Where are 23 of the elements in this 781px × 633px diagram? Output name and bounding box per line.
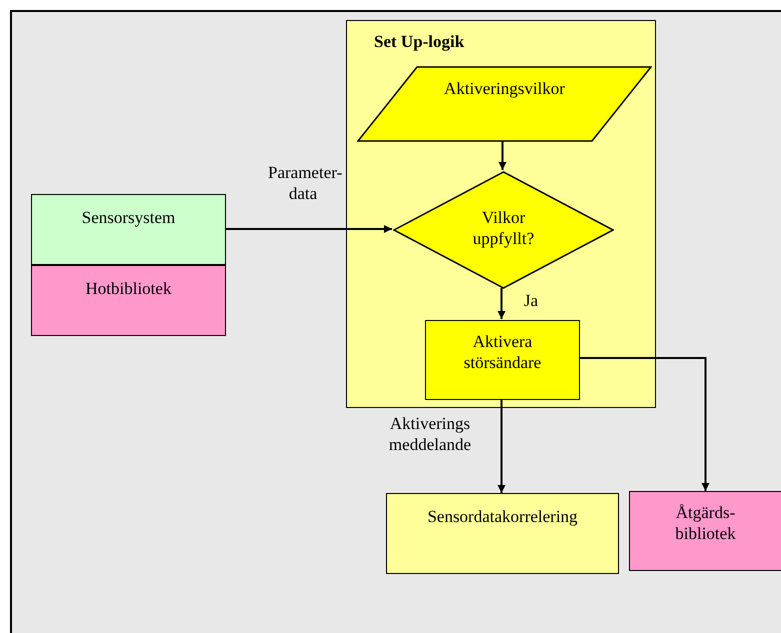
box-label: Hotbibliotek [84,278,172,299]
decision-diamond [393,171,614,289]
process-box [386,493,619,574]
box-label: Sensorsystem [80,207,176,228]
box-label: Aktiveringsvilkor [443,78,566,99]
process-box [31,194,226,265]
box-label: Sensordatakorrelering [426,506,579,527]
box-label: Åtgärds-bibliotek [674,502,737,544]
box-label: Aktivera störsändare [462,331,542,373]
process-box [629,491,781,571]
arrow [226,225,392,233]
arrow [579,357,710,491]
edge-label: Aktiverings meddelande [388,413,472,455]
arrow [498,399,506,493]
arrow [498,288,506,319]
input-parallelogram [357,66,652,142]
panel-title: Set Up-logik [374,31,464,52]
process-box [31,265,226,336]
edge-label: Ja [522,290,540,311]
group-panel [346,20,656,408]
box-label: Vilkor uppfyllt? [472,207,536,249]
process-box [425,320,580,400]
arrow [498,141,506,170]
